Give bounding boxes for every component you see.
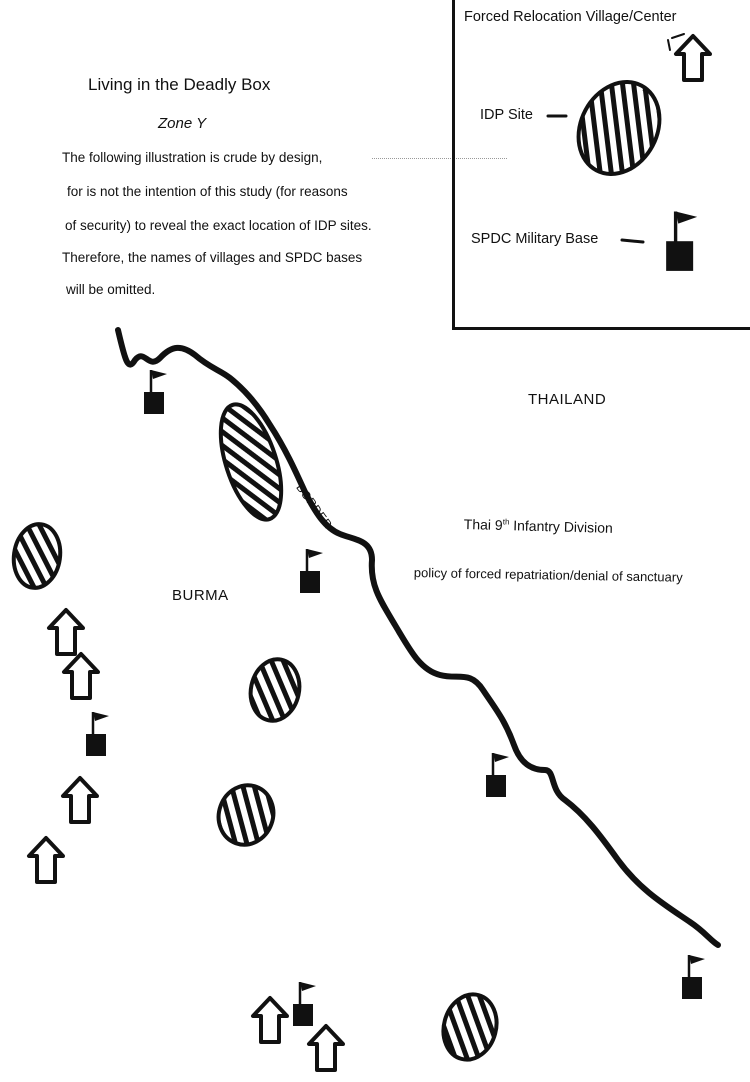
legend-spdc-pointer [620, 238, 645, 244]
legend-reloc-pointer [667, 33, 685, 51]
idp-site-icon [218, 402, 284, 522]
relocation-village-icon [47, 608, 85, 656]
spdc-base-icon [680, 953, 707, 1001]
legend-relocation-label: Forced Relocation Village/Center [464, 9, 677, 25]
map-title: Living in the Deadly Box [88, 75, 271, 94]
relocation-village-icon [27, 836, 65, 884]
relocation-village-icon [61, 776, 99, 824]
relocation-village-icon [307, 1024, 345, 1072]
legend-box [452, 0, 750, 330]
idp-site-icon [216, 783, 276, 847]
intro-line-2: for is not the intention of this study (… [67, 184, 348, 199]
spdc-base-icon [298, 547, 325, 595]
border-river [115, 327, 721, 948]
spdc-base-icon [84, 710, 111, 758]
intro-line-3: of security) to reveal the exact locatio… [65, 218, 372, 233]
intro-line-1: The following illustration is crude by d… [62, 150, 323, 165]
idp-site-icon [11, 522, 63, 590]
legend-idp-label: IDP Site [480, 107, 533, 123]
spdc-base-icon [484, 751, 511, 799]
spdc-base-icon [142, 368, 169, 416]
relocation-village-icon [251, 996, 289, 1044]
intro-line-4: Therefore, the names of villages and SPD… [62, 250, 363, 265]
spdc-base-icon [291, 980, 318, 1028]
faded-text-smudge [372, 158, 507, 161]
idp-site-icon [248, 657, 302, 723]
intro-line-5: will be omitted. [66, 282, 156, 297]
relocation-village-icon [674, 34, 712, 82]
thailand-label: THAILAND [528, 391, 607, 408]
idp-site-icon [441, 992, 499, 1062]
legend-spdc-label: SPDC Military Base [471, 231, 599, 247]
idp-site-icon [576, 80, 662, 176]
spdc-base-icon [664, 209, 699, 273]
zone-label: Zone Y [158, 115, 207, 132]
burma-label: BURMA [172, 587, 229, 604]
relocation-village-icon [62, 652, 100, 700]
